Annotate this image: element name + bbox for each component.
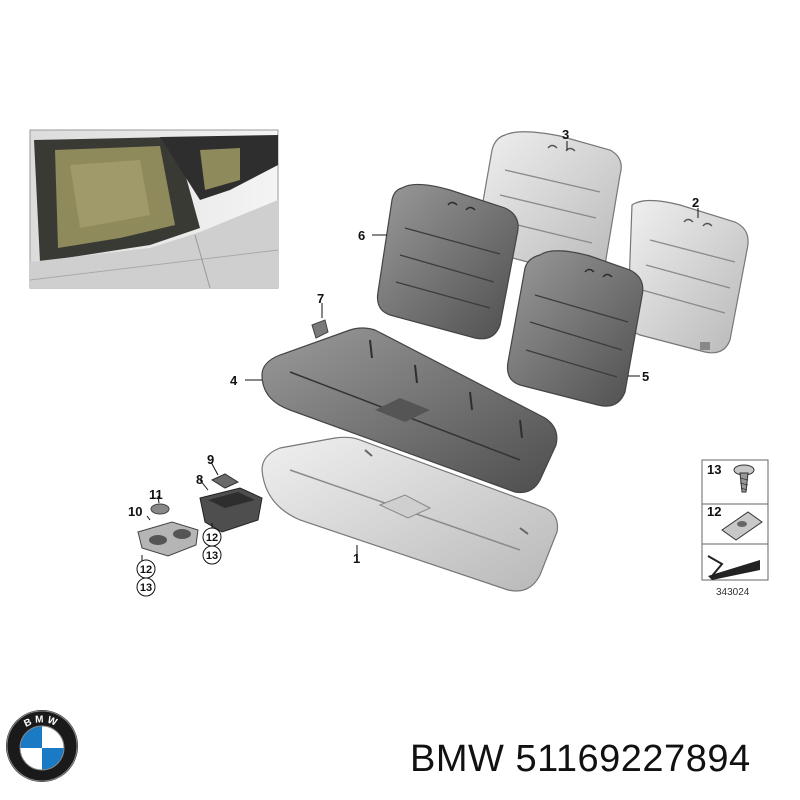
tray-part: [199, 473, 263, 533]
caption-brand: BMW: [410, 738, 505, 780]
part-caption: BMW 51169227894: [410, 738, 751, 781]
backrest-left: [376, 183, 519, 340]
seat-base-lower: [261, 436, 559, 592]
callout-8: 8: [196, 472, 203, 487]
figure-number: 343024: [716, 587, 750, 598]
circled-callout-13-left: 13: [136, 577, 156, 597]
svg-text:13: 13: [206, 550, 218, 562]
callout-10: 10: [128, 504, 142, 519]
section-pointer-icon: [707, 555, 760, 580]
circled-callout-12-left: 12: [136, 559, 156, 579]
vehicle-location-inset: [29, 129, 279, 289]
callout-11: 11: [149, 487, 163, 502]
clip-nut-icon: [721, 511, 763, 541]
callout-7: 7: [317, 291, 324, 306]
caption-part-number: 51169227894: [515, 738, 751, 780]
callout-2: 2: [692, 195, 699, 210]
screw-icon: [733, 464, 755, 493]
backrest-right: [626, 199, 749, 354]
cup-holder-part: [137, 503, 199, 557]
callout-3: 3: [562, 127, 569, 142]
clip-part: [311, 319, 329, 339]
seat-cushion-upper: [261, 327, 558, 494]
backrest-front: [506, 250, 644, 407]
callout-4: 4: [230, 373, 238, 388]
bmw-logo: BMW: [6, 710, 78, 782]
svg-text:12: 12: [140, 564, 152, 576]
callout-5: 5: [642, 369, 649, 384]
circled-callout-13-right: 13: [202, 545, 222, 565]
callout-1: 1: [353, 551, 360, 566]
callout-9: 9: [207, 452, 214, 467]
svg-text:12: 12: [206, 532, 218, 544]
svg-text:13: 13: [140, 582, 152, 594]
fastener-legend: 13 12 343024: [701, 459, 769, 598]
svg-text:BMW: BMW: [22, 714, 61, 730]
circled-callout-12-right: 12: [202, 527, 222, 547]
legend-label-13: 13: [707, 462, 721, 477]
legend-label-12: 12: [707, 504, 721, 519]
callout-6: 6: [358, 228, 365, 243]
leader-lines: [141, 141, 699, 562]
